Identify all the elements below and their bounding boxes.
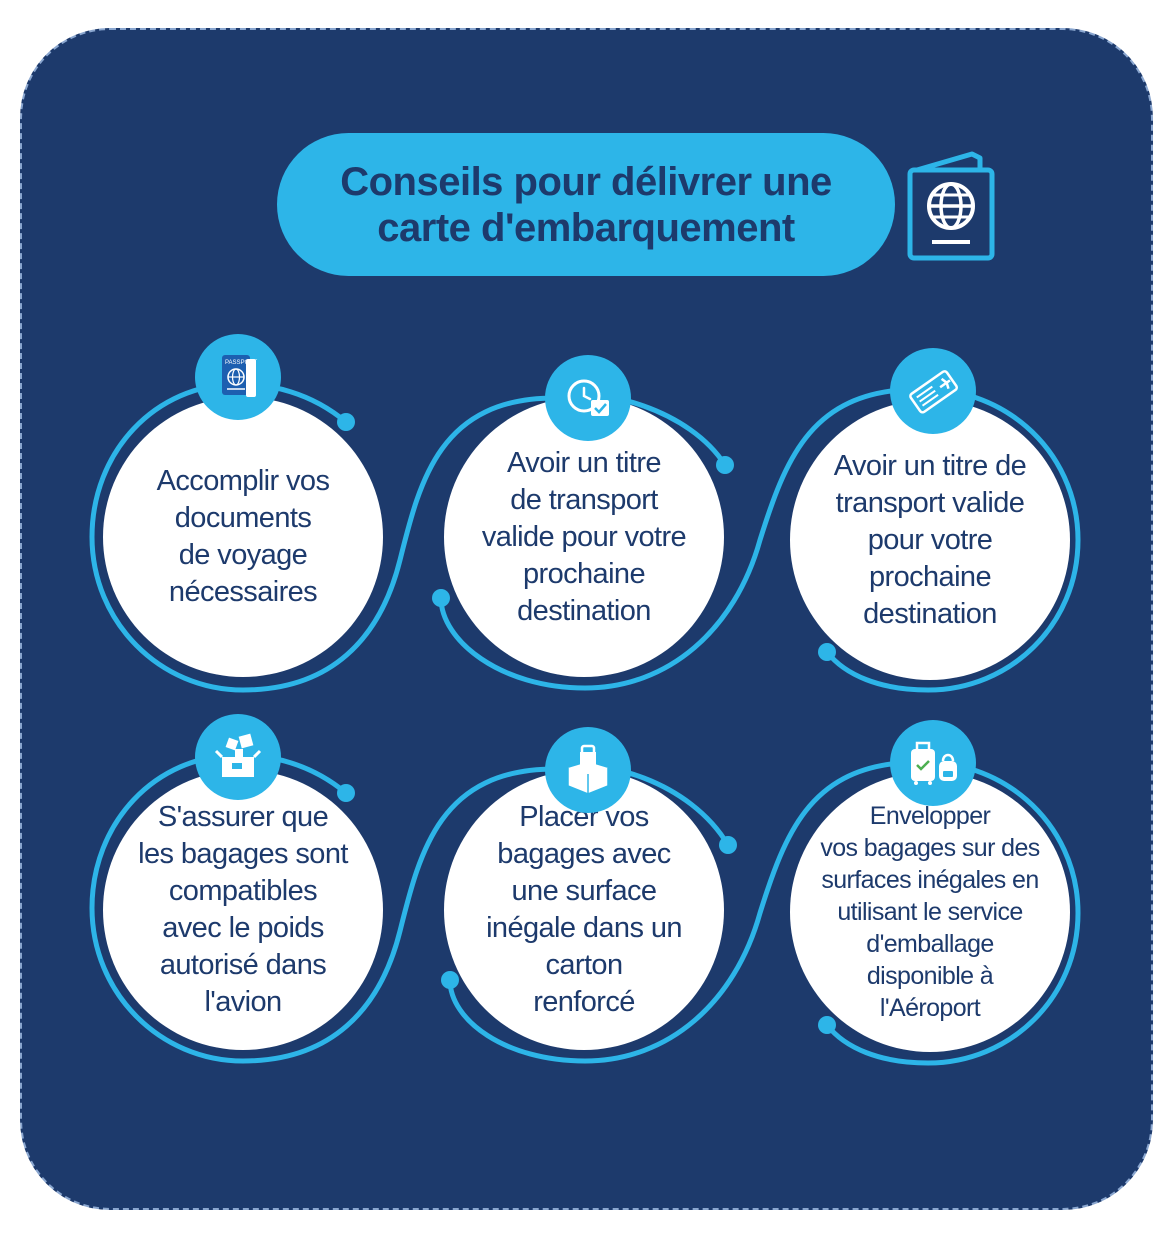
title-line-1: Conseils pour délivrer une	[340, 159, 832, 204]
tip-circle-2: Avoir un titre de transport valide pour …	[444, 397, 724, 677]
tip-circle-5: Placer vos bagages avec une surface inég…	[444, 770, 724, 1050]
passport-icon	[907, 151, 995, 261]
boarding-pass-icon	[909, 370, 958, 414]
tip-text-2: Avoir un titre de transport valide pour …	[481, 446, 687, 627]
badge-2	[545, 355, 631, 441]
tip-circle-6: Envelopper vos bagages sur des surfaces …	[790, 772, 1070, 1052]
svg-text:PASSPORT: PASSPORT	[225, 360, 257, 366]
tip-text-1: Accomplir vos documents de voyage nécess…	[156, 465, 330, 608]
tip-circle-3: Avoir un titre de transport valide pour …	[790, 400, 1070, 680]
badge-6	[890, 720, 976, 806]
title-banner: Conseils pour délivrer une carte d'embar…	[277, 133, 895, 276]
tip-text-5: Placer vos bagages avec une surface inég…	[486, 801, 682, 1018]
open-box-icon	[567, 744, 609, 795]
badge-5	[545, 727, 631, 813]
badge-3	[890, 348, 976, 434]
clock-check-icon	[567, 379, 609, 416]
title-line-2: carte d'embarquement	[377, 205, 795, 250]
tip-circle-1: Accomplir vos documents de voyage nécess…	[103, 397, 383, 677]
tip-text-3: Avoir un titre de transport valide pour …	[833, 449, 1027, 630]
tip-text-6: Envelopper vos bagages sur des surfaces …	[820, 802, 1040, 1022]
badge-4	[195, 714, 281, 800]
box-items-icon	[214, 733, 262, 777]
tip-text-4: S'assurer que les bagages sont compatibl…	[138, 801, 348, 1018]
luggage-icon	[911, 741, 957, 785]
passport-icon: PASSPORT	[222, 355, 257, 397]
badge-1: PASSPORT	[195, 334, 281, 420]
tip-circle-4: S'assurer que les bagages sont compatibl…	[103, 770, 383, 1050]
